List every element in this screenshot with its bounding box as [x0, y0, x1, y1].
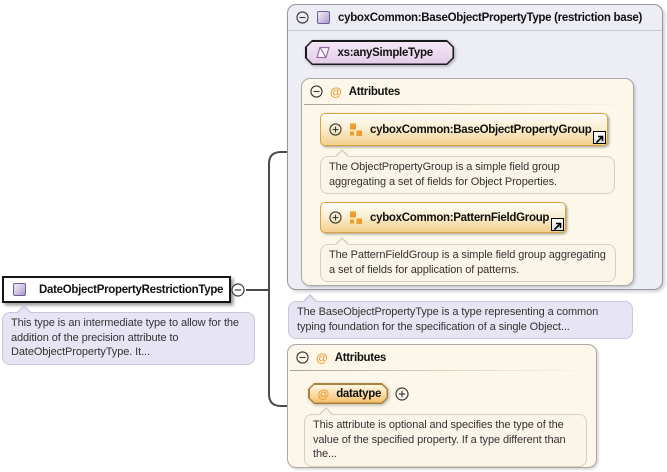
- minus-circle-icon: [296, 11, 309, 24]
- arrow-up-right-icon: [553, 222, 562, 231]
- type-node-dateobjectpropertyrestrictiontype[interactable]: DateObjectPropertyRestrictionType: [2, 276, 231, 303]
- attribute-description: This attribute is optional and specifies…: [313, 419, 566, 460]
- minus-circle-icon: [296, 351, 309, 364]
- header-divider: [290, 370, 594, 371]
- base-type-description: The BaseObjectPropertyType is a type rep…: [297, 306, 599, 333]
- collapse-toggle-attributes[interactable]: [310, 85, 323, 98]
- collapse-toggle-base-type[interactable]: [296, 11, 309, 24]
- group-name: cyboxCommon:BaseObjectPropertyGroup: [370, 123, 592, 136]
- attributes-header-label: Attributes: [348, 85, 401, 98]
- left-node-description: This type is an intermediate type to all…: [11, 317, 239, 358]
- collapse-toggle-left-node[interactable]: [231, 283, 245, 297]
- base-type-container: cyboxCommon:BaseObjectPropertyType (rest…: [287, 4, 663, 290]
- type-node-title: DateObjectPropertyRestrictionType: [39, 283, 224, 296]
- attributes-header-label: Attributes: [334, 351, 387, 364]
- attribute-group-icon: [350, 123, 362, 136]
- expand-toggle-group[interactable]: [329, 211, 342, 224]
- minus-circle-icon: [231, 283, 245, 297]
- goto-definition-button[interactable]: [593, 131, 606, 144]
- group-description: The ObjectPropertyGroup is a simple fiel…: [329, 161, 560, 188]
- complex-type-icon: [13, 283, 26, 296]
- simple-type-icon: [316, 46, 330, 59]
- base-ref-label: xs:anySimpleType: [337, 46, 433, 59]
- plus-circle-icon: [395, 386, 409, 401]
- plus-circle-icon: [329, 123, 342, 136]
- collapse-toggle-attributes[interactable]: [296, 351, 309, 364]
- minus-circle-icon: [310, 85, 323, 98]
- base-ref-xs-anysimpletype[interactable]: xs:anySimpleType: [305, 40, 454, 65]
- goto-definition-button[interactable]: [551, 218, 564, 231]
- complex-type-icon: [317, 11, 330, 24]
- left-node-description-tooltip: This type is an intermediate type to all…: [2, 305, 255, 365]
- expand-toggle-group[interactable]: [329, 123, 342, 136]
- attribute-at-icon: @: [316, 350, 328, 365]
- base-type-title: cyboxCommon:BaseObjectPropertyType (rest…: [338, 11, 643, 24]
- attributes-header: @ Attributes: [288, 345, 596, 370]
- attribute-row-datatype: @ datatype: [308, 383, 409, 404]
- attribute-datatype[interactable]: @ datatype: [308, 383, 388, 404]
- group-description: The PatternFieldGroup is a simple field …: [329, 249, 606, 276]
- attribute-name: datatype: [336, 387, 382, 400]
- plus-circle-icon: [329, 211, 342, 224]
- attribute-description-tooltip: This attribute is optional and specifies…: [304, 407, 587, 467]
- attribute-at-icon: @: [317, 386, 330, 401]
- expand-toggle-attribute[interactable]: [395, 386, 409, 401]
- group-baseobjectpropertygroup[interactable]: cyboxCommon:BaseObjectPropertyGroup: [320, 113, 608, 146]
- base-type-description-tooltip: The BaseObjectPropertyType is a type rep…: [288, 294, 633, 339]
- base-type-header: cyboxCommon:BaseObjectPropertyType (rest…: [288, 5, 662, 31]
- group-patternfieldgroup[interactable]: cyboxCommon:PatternFieldGroup: [320, 202, 566, 233]
- group-description-tooltip: The ObjectPropertyGroup is a simple fiel…: [320, 149, 615, 194]
- header-divider: [304, 104, 631, 105]
- group-name: cyboxCommon:PatternFieldGroup: [370, 211, 550, 224]
- attribute-group-icon: [350, 211, 362, 224]
- arrow-up-right-icon: [595, 135, 604, 144]
- attribute-at-icon: @: [330, 84, 342, 99]
- inherited-attributes-box: @ Attributes cyboxCommon:: [301, 78, 634, 286]
- group-description-tooltip: The PatternFieldGroup is a simple field …: [320, 237, 616, 282]
- own-attributes-box: @ Attributes @ datatype This attrib: [287, 344, 597, 468]
- attributes-header: @ Attributes: [302, 79, 633, 104]
